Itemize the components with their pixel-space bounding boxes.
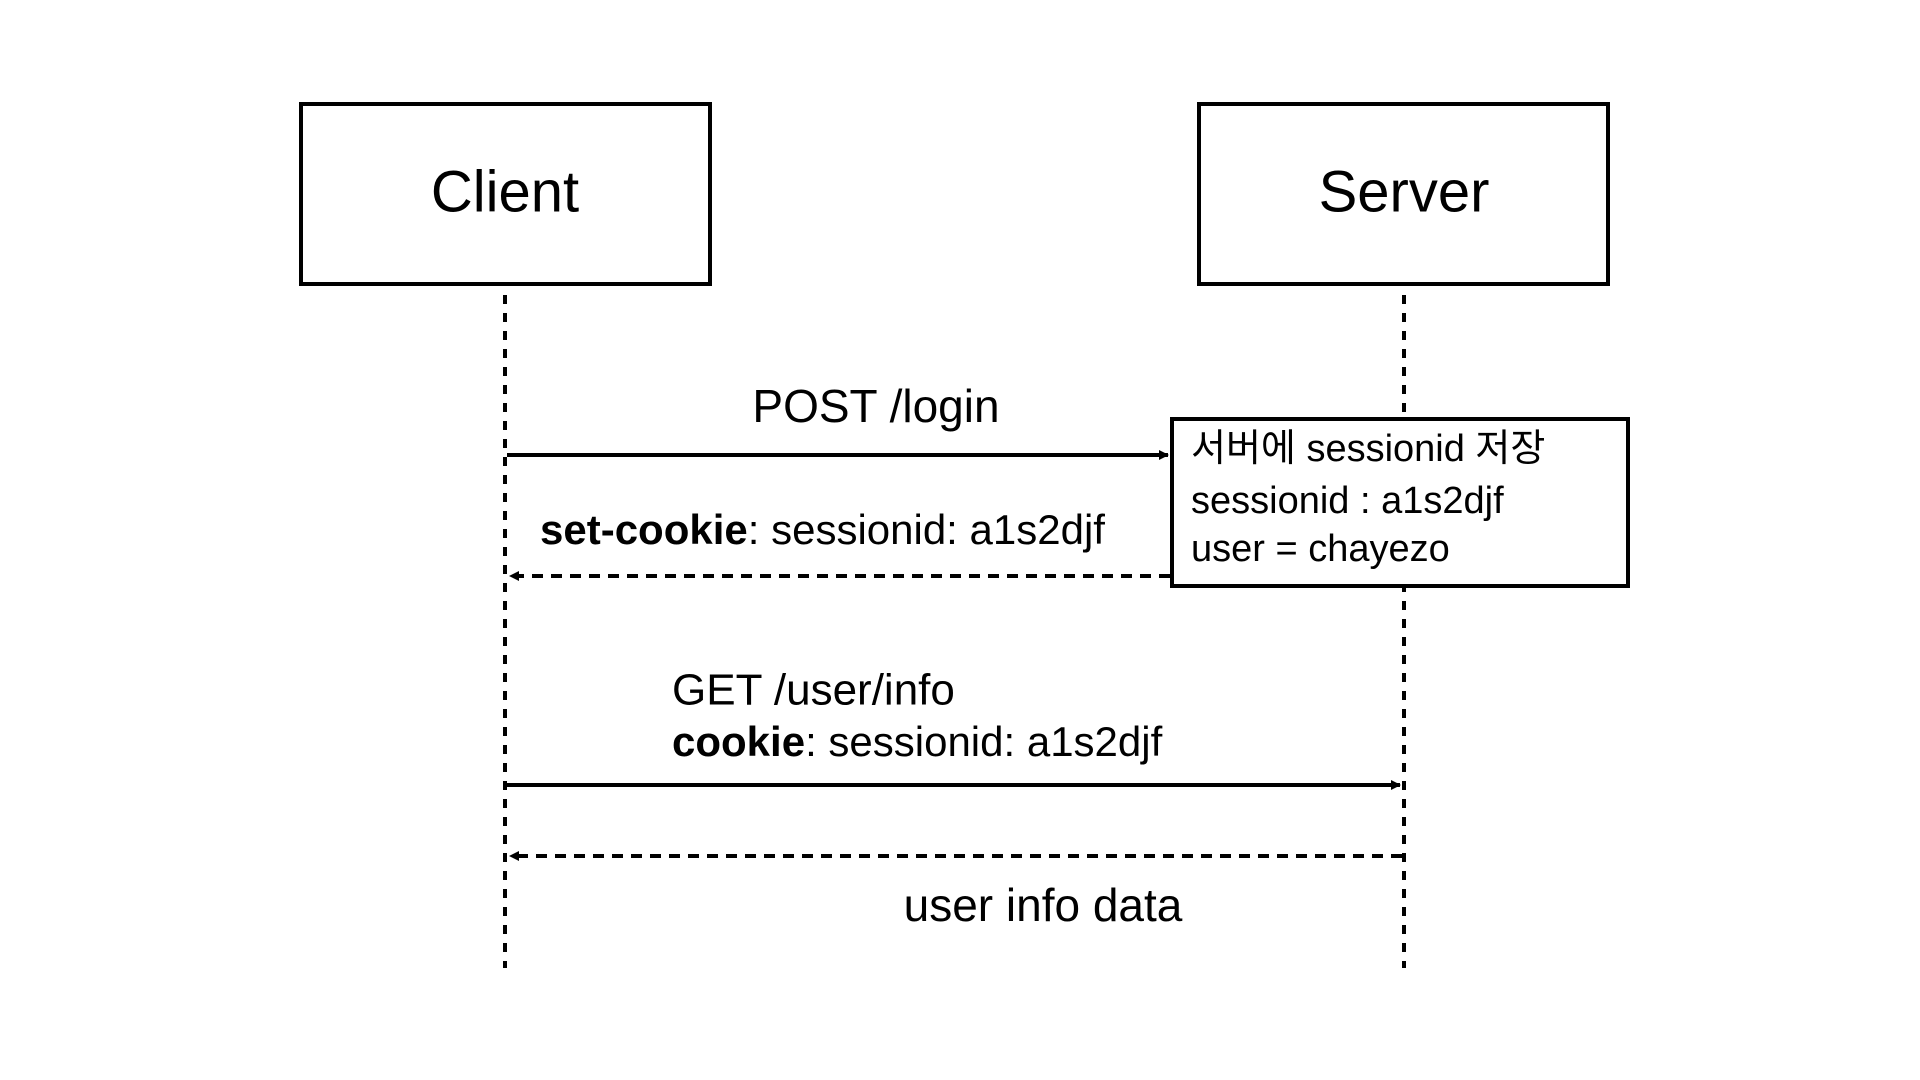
get-info-label: GET /user/info bbox=[672, 666, 955, 715]
session-note-box bbox=[1170, 417, 1630, 588]
server-label: Server bbox=[1319, 159, 1490, 224]
note-line-2: sessionid : a1s2djf bbox=[1191, 480, 1504, 522]
server-box bbox=[1197, 102, 1610, 286]
session-note: 서버에 sessionid 저장 sessionid : a1s2djf use… bbox=[1170, 417, 1630, 588]
set-cookie-label: set-cookie: sessionid: a1s2djf bbox=[540, 506, 1105, 553]
client-label: Client bbox=[431, 159, 579, 224]
set-cookie-value: : sessionid: a1s2djf bbox=[748, 506, 1106, 553]
client-participant: Client bbox=[299, 102, 712, 286]
cookie-value: : sessionid: a1s2djf bbox=[805, 718, 1163, 765]
note-line-1: 서버에 sessionid 저장 bbox=[1191, 428, 1545, 470]
note-line-3: user = chayezo bbox=[1191, 528, 1450, 570]
user-info-label: user info data bbox=[904, 879, 1183, 931]
cookie-key: cookie bbox=[672, 718, 805, 765]
set-cookie-key: set-cookie bbox=[540, 506, 748, 553]
server-participant: Server bbox=[1197, 102, 1610, 286]
client-box bbox=[299, 102, 712, 286]
post-login-label: POST /login bbox=[752, 380, 999, 432]
cookie-label: cookie: sessionid: a1s2djf bbox=[672, 718, 1163, 765]
